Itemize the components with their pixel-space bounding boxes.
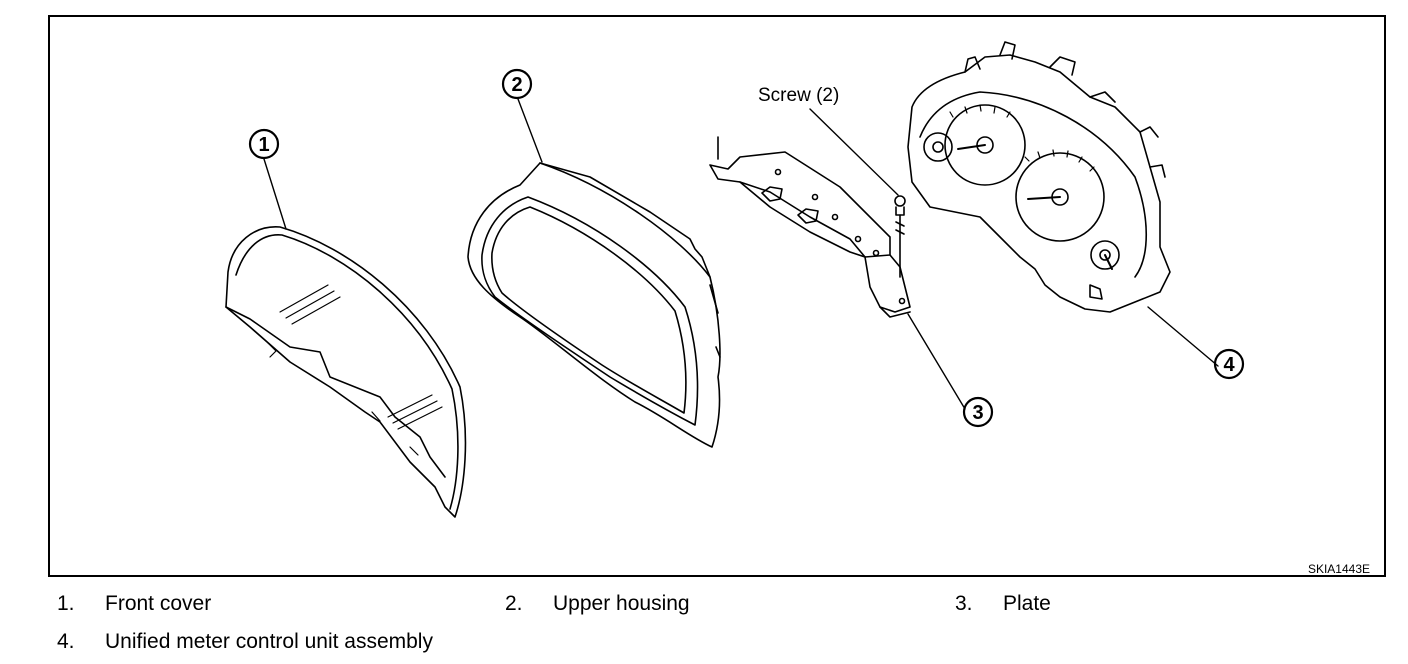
leader-lines bbox=[263, 98, 1219, 410]
screw-label: Screw (2) bbox=[758, 85, 839, 106]
legend-number: 3. bbox=[955, 592, 973, 615]
figure-code: SKIA1443E bbox=[1308, 562, 1370, 575]
legend-text: Unified meter control unit assembly bbox=[105, 630, 433, 653]
meter-unit-part bbox=[907, 41, 1171, 313]
callout-number-2: 2 bbox=[511, 74, 522, 96]
callout-number-3: 3 bbox=[972, 402, 983, 424]
callout-circle-3 bbox=[962, 396, 994, 428]
front-cover-part bbox=[225, 226, 467, 518]
legend-number: 1. bbox=[57, 592, 75, 615]
callout-circle-4 bbox=[1213, 348, 1245, 380]
callout-circle-2 bbox=[501, 68, 533, 100]
legend-text: Front cover bbox=[105, 592, 212, 615]
callout-number-4: 4 bbox=[1223, 354, 1235, 376]
screw-part bbox=[894, 195, 906, 278]
callout-number-1: 1 bbox=[258, 134, 269, 156]
upper-housing-part bbox=[467, 162, 721, 448]
exploded-diagram: 1 2 3 4 Screw (2) SKIA1443E bbox=[48, 15, 1386, 577]
legend-number: 4. bbox=[57, 630, 75, 653]
legend-text: Upper housing bbox=[553, 592, 690, 615]
diagram-canvas: 1 2 3 4 Screw (2) SKIA1443E bbox=[225, 41, 1370, 575]
callout-circle-1 bbox=[248, 128, 280, 160]
legend-text: Plate bbox=[1003, 592, 1051, 615]
legend-number: 2. bbox=[505, 592, 523, 615]
plate-part bbox=[709, 136, 911, 318]
